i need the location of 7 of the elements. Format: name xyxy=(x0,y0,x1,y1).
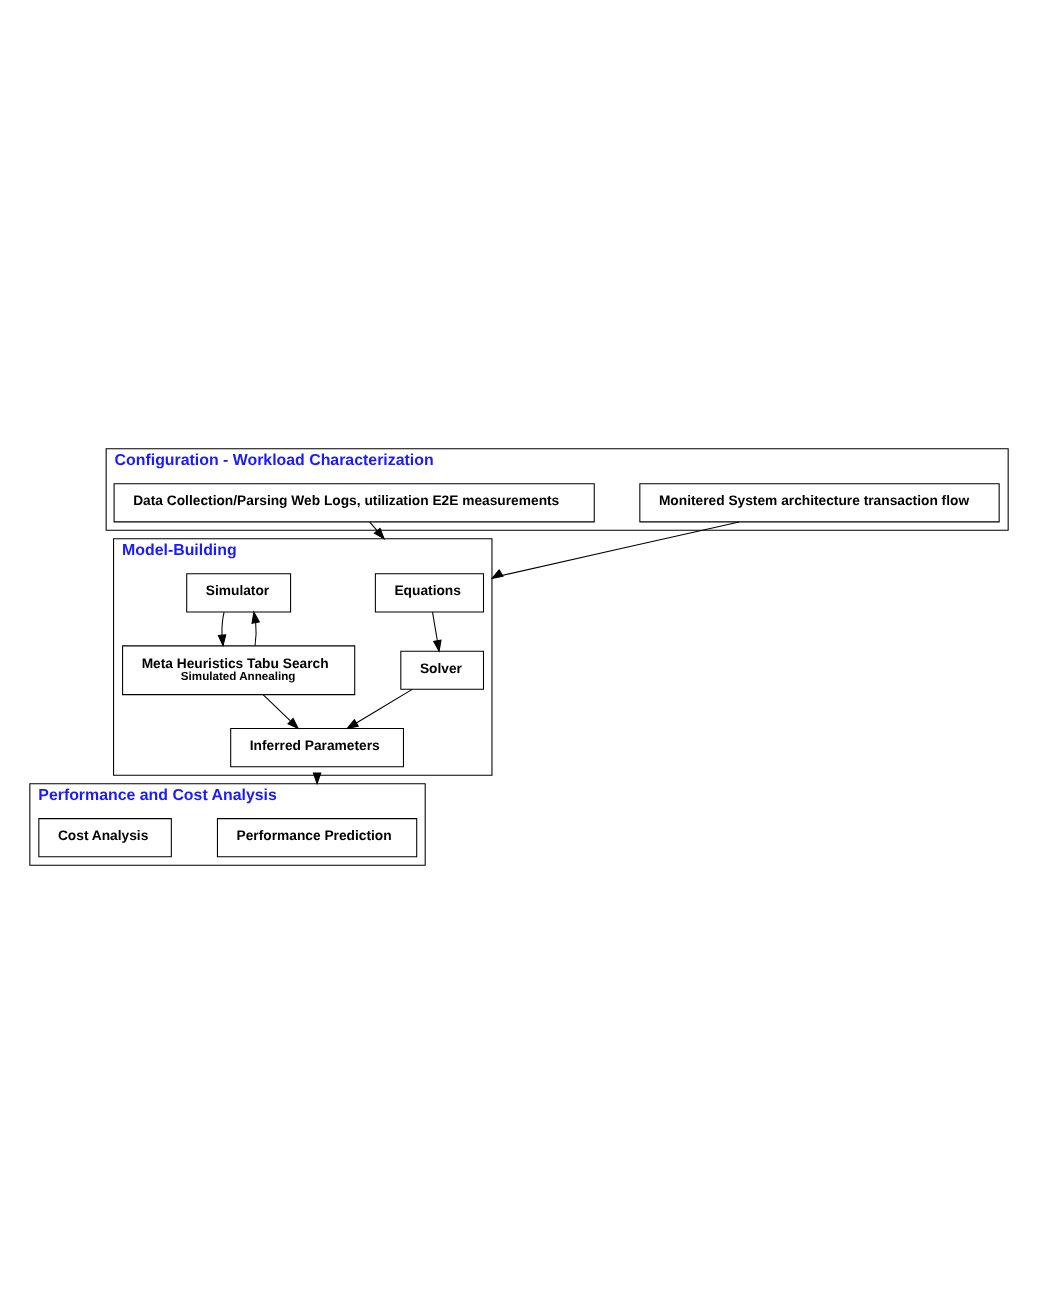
arrow xyxy=(345,687,413,729)
arrow xyxy=(217,610,227,647)
arrow xyxy=(251,609,261,646)
arrow xyxy=(369,520,386,540)
arrow xyxy=(490,520,740,579)
arrow xyxy=(432,610,442,652)
arrow xyxy=(262,693,300,729)
